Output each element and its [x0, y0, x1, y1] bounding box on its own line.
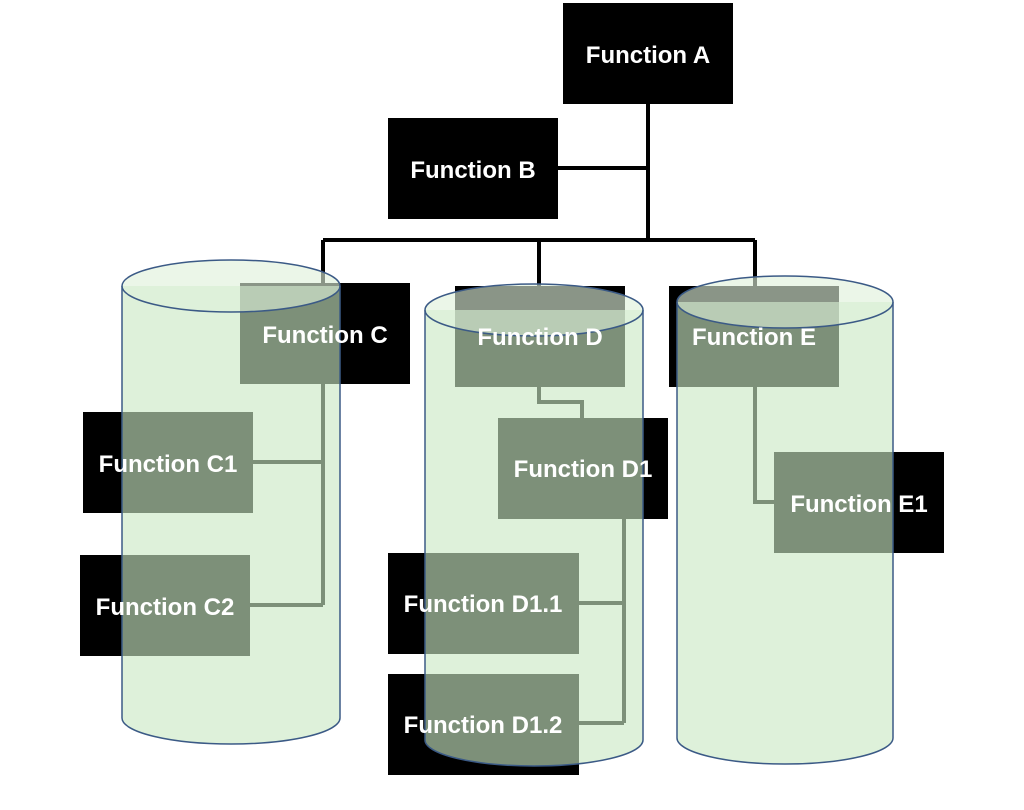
cylinder-c [121, 259, 341, 745]
label-function-d1: Function D1 [514, 456, 653, 483]
label-function-c: Function C [262, 322, 387, 349]
label-function-e1: Function E1 [790, 491, 927, 518]
label-function-c2: Function C2 [96, 594, 235, 621]
label-function-b: Function B [410, 157, 535, 184]
label-function-d1-1: Function D1.1 [404, 591, 563, 618]
label-function-d: Function D [477, 324, 602, 351]
cylinder-d [424, 283, 644, 767]
label-function-d1-2: Function D1.2 [404, 712, 563, 739]
box-function-b [388, 118, 558, 219]
label-function-e: Function E [692, 324, 816, 351]
box-function-a [563, 3, 733, 104]
label-function-a: Function A [586, 42, 710, 69]
label-function-c1: Function C1 [99, 451, 238, 478]
cylinder-e [676, 275, 894, 765]
